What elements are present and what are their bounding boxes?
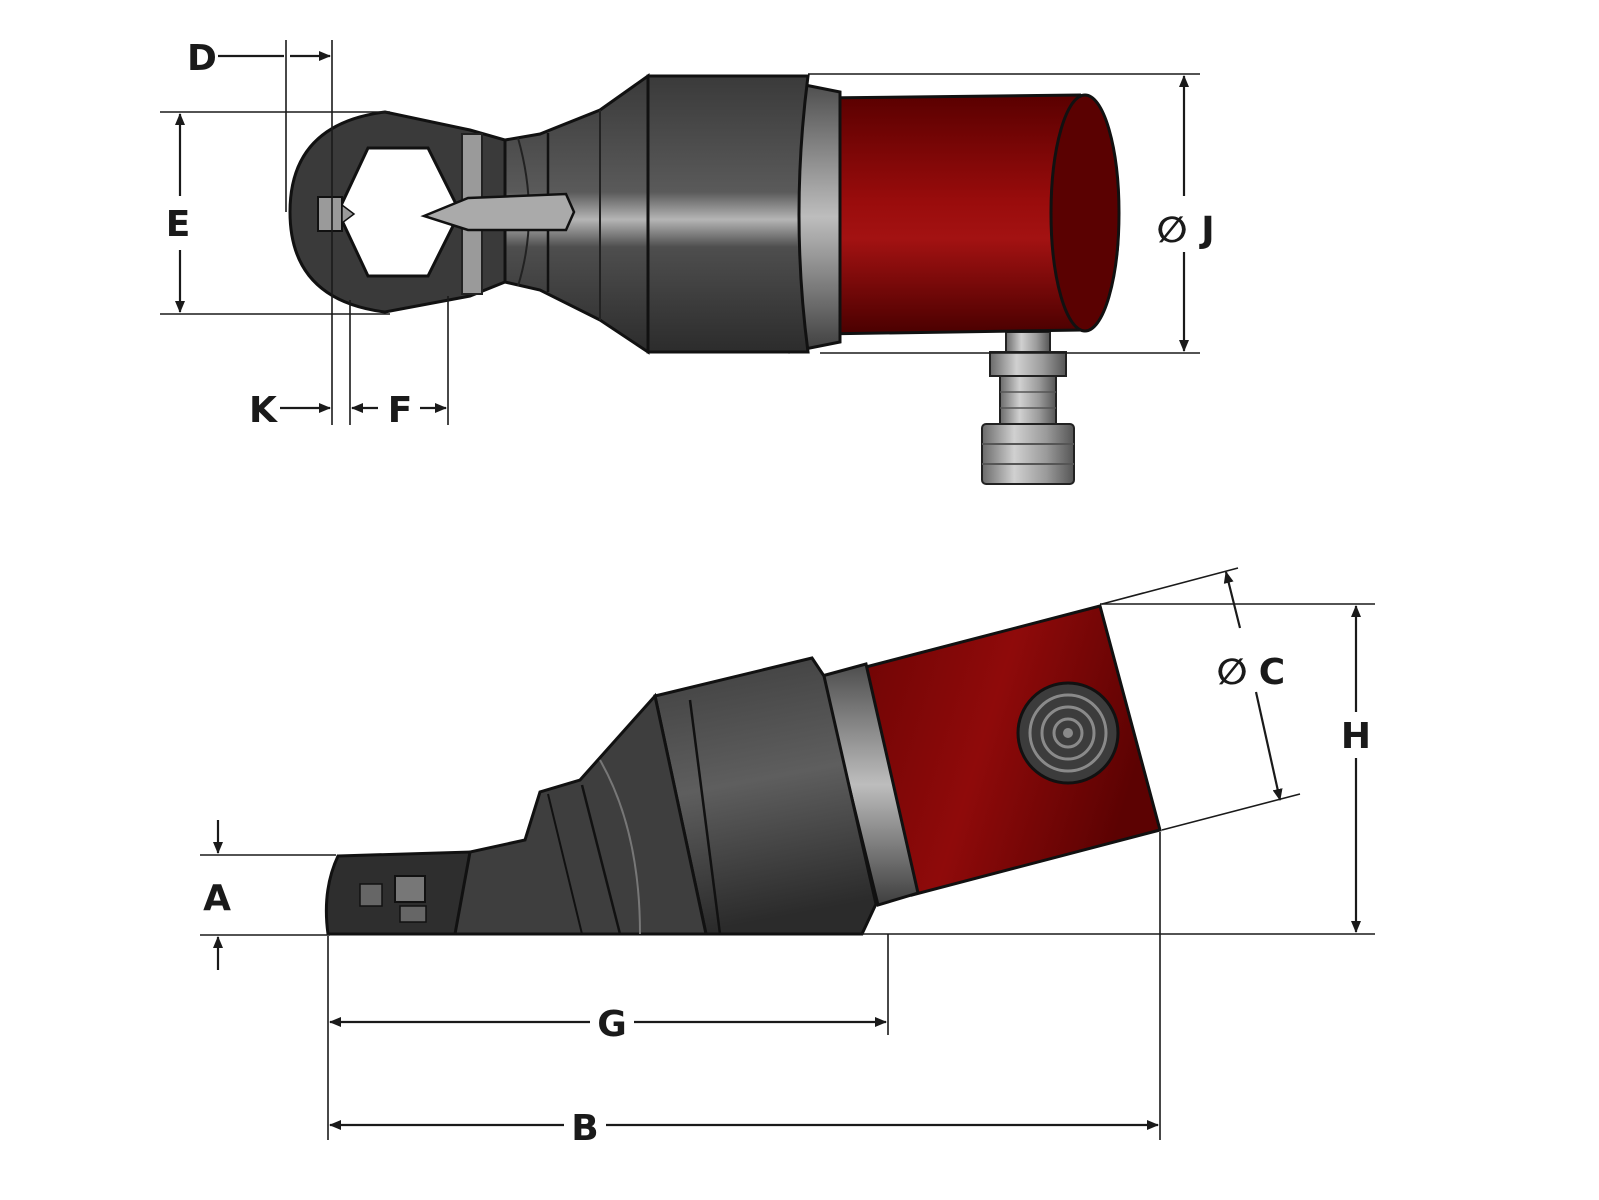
top-view: E D K F ∅ J — [160, 38, 1215, 485]
dimension-j: ∅ J — [808, 73, 1215, 354]
top-steel-body — [636, 74, 810, 354]
dimension-b: B — [329, 832, 1161, 1149]
chisel-blade — [420, 192, 576, 232]
label-e: E — [166, 204, 191, 245]
diameter-symbol-j: ∅ — [1157, 210, 1188, 251]
label-c: C — [1259, 652, 1285, 693]
hydraulic-cylinder-red — [818, 93, 1121, 336]
dimension-h: H — [1100, 603, 1375, 933]
dimension-a: A — [200, 820, 336, 970]
nut-splitter-head — [288, 110, 576, 314]
dimension-c: ∅ C — [1101, 567, 1301, 831]
label-b: B — [571, 1108, 598, 1149]
side-neck — [437, 692, 708, 936]
dimension-d: D — [187, 38, 333, 425]
hydraulic-coupler-fitting — [981, 331, 1075, 485]
side-hydraulic-cylinder-red — [860, 604, 1162, 897]
port-fitting-icon — [1016, 681, 1120, 785]
label-a: A — [203, 878, 231, 919]
dimension-k: K — [249, 300, 351, 431]
dimension-f: F — [351, 296, 449, 431]
label-f: F — [388, 390, 413, 431]
label-j: J — [1198, 210, 1214, 251]
side-view: A G B H ∅ — [200, 567, 1375, 1149]
diameter-symbol-c: ∅ — [1217, 652, 1248, 693]
label-h: H — [1341, 716, 1371, 757]
dimension-e: E — [160, 111, 390, 315]
label-g: G — [597, 1004, 627, 1045]
label-d: D — [187, 38, 217, 79]
dimension-g: G — [327, 934, 889, 1140]
label-k: K — [249, 390, 278, 431]
